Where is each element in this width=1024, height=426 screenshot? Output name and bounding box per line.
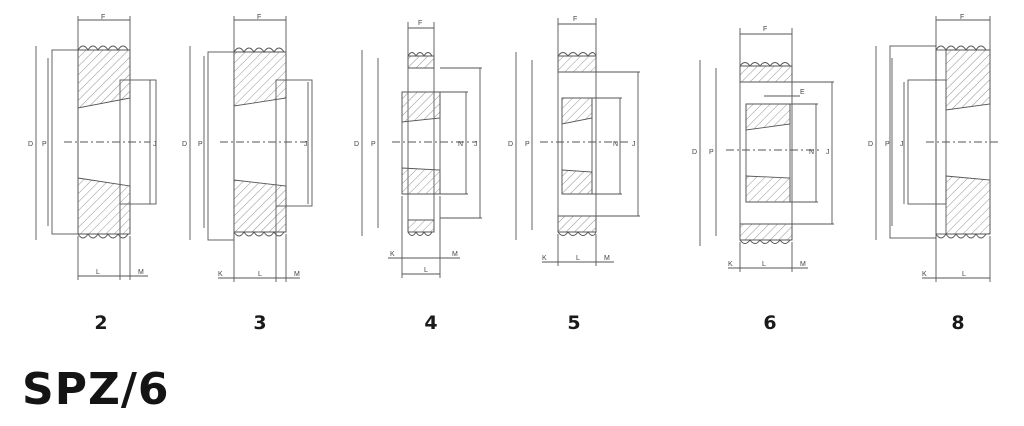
dim-label-M: M <box>138 269 144 276</box>
dim-label-D: D <box>508 141 513 148</box>
variant-number-8: 8 <box>951 312 965 334</box>
dim-label-L: L <box>576 255 580 262</box>
dim-label-P: P <box>371 141 376 148</box>
pulley-variant-3 <box>189 16 313 282</box>
dim-label-D: D <box>28 141 33 148</box>
dim-label-J: J <box>900 141 904 148</box>
dim-label-N: N <box>809 149 814 156</box>
variant-number-6: 6 <box>763 312 777 334</box>
dim-label-L: L <box>96 269 100 276</box>
pulley-variant-2 <box>35 16 157 280</box>
dim-label-P: P <box>885 141 890 148</box>
dim-label-K: K <box>218 271 223 278</box>
dim-label-K: K <box>542 255 547 262</box>
dim-label-D: D <box>868 141 873 148</box>
dim-label-P: P <box>198 141 203 148</box>
variant-number-2: 2 <box>94 312 108 334</box>
dim-label-K: K <box>390 251 395 258</box>
dim-label-J: J <box>474 141 478 148</box>
page-title: SPZ/6 <box>22 364 170 415</box>
dim-label-N: N <box>458 141 463 148</box>
pulley-variant-8 <box>875 16 1000 282</box>
variant-number-3: 3 <box>253 312 267 334</box>
dim-label-J: J <box>304 141 308 148</box>
dim-label-F: F <box>257 14 261 21</box>
dim-label-E: E <box>800 89 805 96</box>
dim-label-M: M <box>452 251 458 258</box>
dim-label-L: L <box>762 261 766 268</box>
dim-label-P: P <box>525 141 530 148</box>
dim-label-F: F <box>763 26 767 33</box>
dim-label-D: D <box>354 141 359 148</box>
dim-label-L: L <box>258 271 262 278</box>
pulley-variant-6 <box>699 28 834 272</box>
pulley-variant-4 <box>361 22 482 278</box>
dim-label-P: P <box>709 149 714 156</box>
dim-label-M: M <box>294 271 300 278</box>
dim-label-F: F <box>101 14 105 21</box>
variant-number-5: 5 <box>567 312 581 334</box>
dim-label-L: L <box>424 267 428 274</box>
dim-label-K: K <box>922 271 927 278</box>
dim-label-J: J <box>153 141 157 148</box>
dim-label-K: K <box>728 261 733 268</box>
variant-number-4: 4 <box>424 312 438 334</box>
dim-label-J: J <box>632 141 636 148</box>
dim-label-L: L <box>962 271 966 278</box>
dim-label-D: D <box>182 141 187 148</box>
dim-label-F: F <box>960 14 964 21</box>
dim-label-M: M <box>800 261 806 268</box>
dim-label-D: D <box>692 149 697 156</box>
dim-label-F: F <box>418 20 422 27</box>
dim-label-M: M <box>604 255 610 262</box>
dim-label-P: P <box>42 141 47 148</box>
pulley-diagrams: F D P J L M F D P J K L M <box>28 14 1000 282</box>
dim-label-N: N <box>613 141 618 148</box>
pulley-variant-5 <box>515 18 640 266</box>
dim-label-F: F <box>573 16 577 23</box>
dim-label-J: J <box>826 149 830 156</box>
